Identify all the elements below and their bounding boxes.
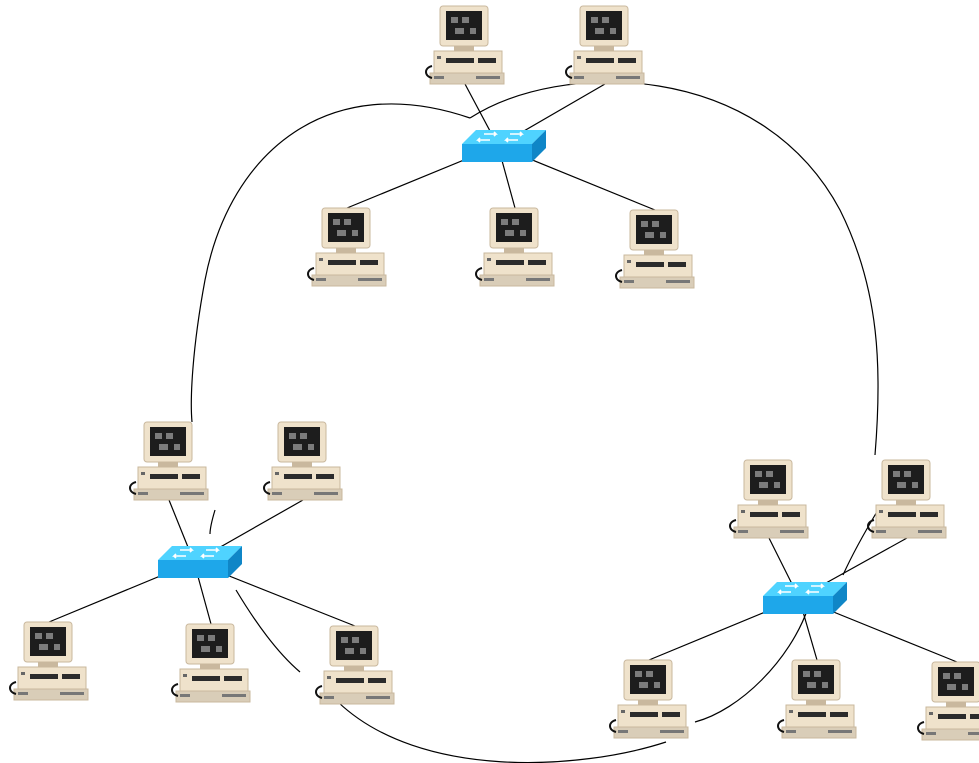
ring-link-left-stub bbox=[209, 509, 216, 535]
ring-link-right-stub bbox=[842, 509, 879, 576]
desktop-computer-icon bbox=[171, 623, 251, 703]
desktop-computer-icon bbox=[307, 207, 387, 287]
nodes bbox=[9, 5, 979, 741]
ring-links bbox=[190, 81, 879, 763]
desktop-computer-icon bbox=[777, 659, 857, 739]
ring-link-bottom bbox=[337, 701, 667, 763]
ring-link-left-local bbox=[235, 589, 301, 673]
desktop-computer-icon bbox=[565, 5, 645, 85]
network-switch-icon bbox=[762, 581, 848, 615]
desktop-computer-icon bbox=[129, 421, 209, 501]
network-switch-icon bbox=[157, 545, 243, 579]
desktop-computer-icon bbox=[609, 659, 689, 739]
desktop-computer-icon bbox=[315, 625, 395, 705]
desktop-computer-icon bbox=[917, 661, 979, 741]
desktop-computer-icon bbox=[475, 207, 555, 287]
ring-link-top-left bbox=[190, 103, 471, 423]
ring-link-right-local bbox=[694, 607, 809, 723]
desktop-computer-icon bbox=[867, 459, 947, 539]
desktop-computer-icon bbox=[615, 209, 695, 289]
desktop-computer-icon bbox=[729, 459, 809, 539]
ring-link-top-right bbox=[469, 81, 879, 456]
desktop-computer-icon bbox=[263, 421, 343, 501]
desktop-computer-icon bbox=[9, 621, 89, 701]
network-switch-icon bbox=[461, 129, 547, 163]
desktop-computer-icon bbox=[425, 5, 505, 85]
